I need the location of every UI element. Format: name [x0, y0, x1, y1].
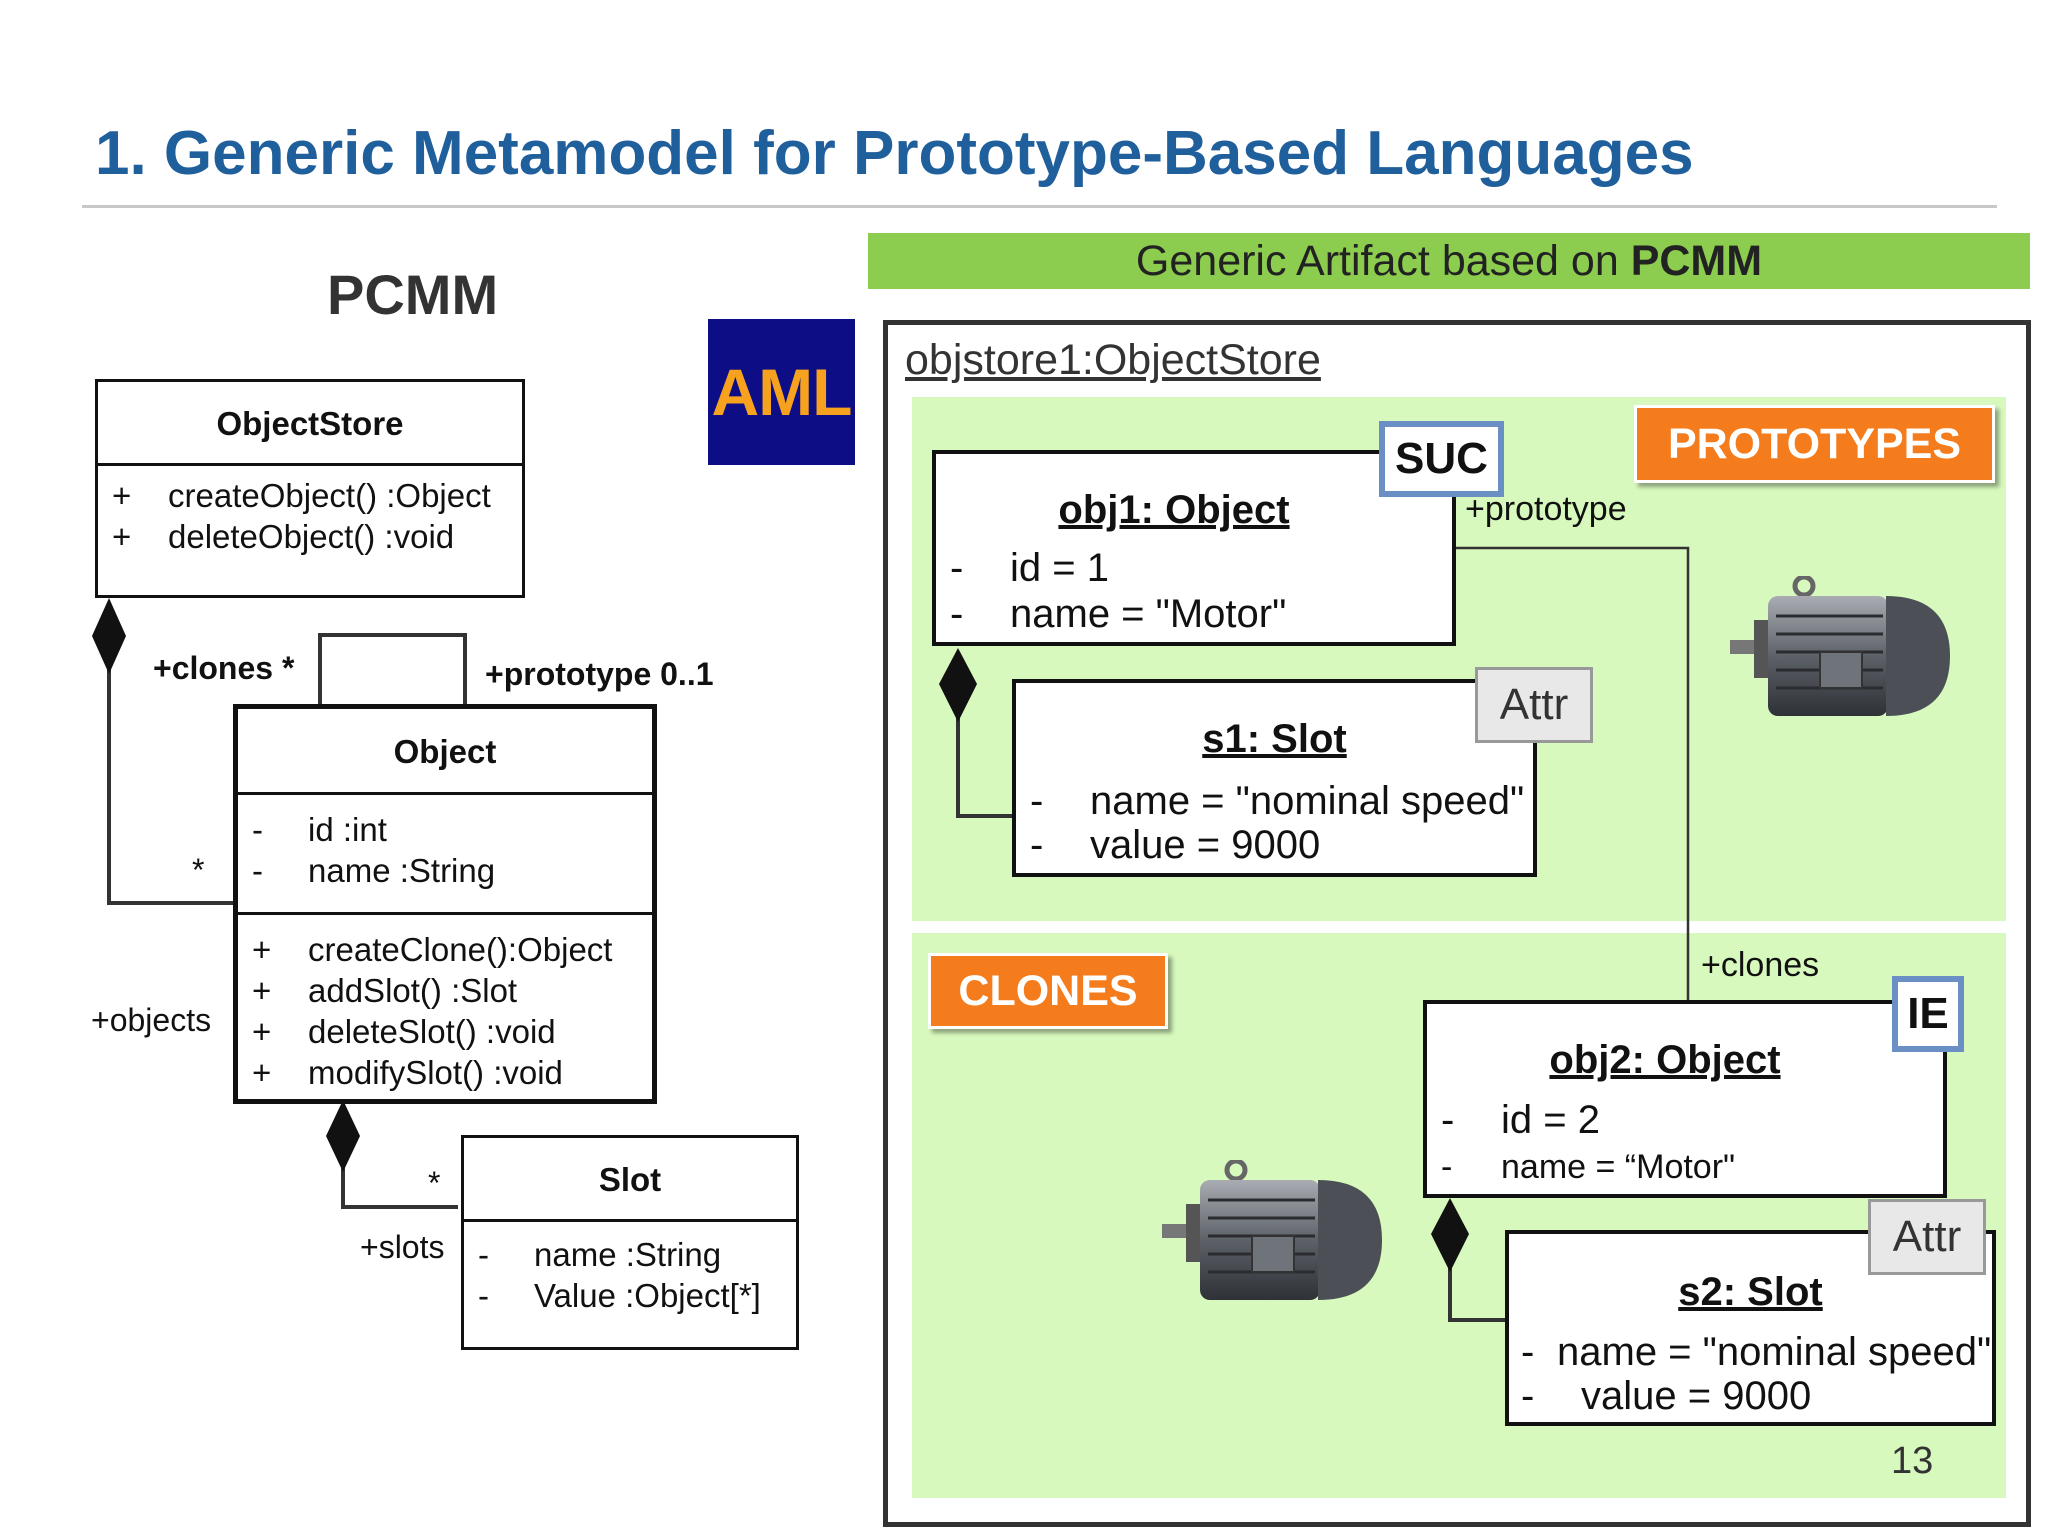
- s1-row-text: value = 9000: [1090, 823, 1321, 867]
- electric-motor-icon: [1162, 1160, 1382, 1300]
- s1-row-sym: -: [1030, 823, 1044, 867]
- s1-name: s1: Slot: [1202, 717, 1347, 761]
- aml-logo: AML: [708, 319, 855, 465]
- objectstore-instance-label: objstore1:ObjectStore: [905, 336, 1321, 384]
- s2-row-sym: -: [1521, 1374, 1535, 1418]
- visibility-symbol: -: [252, 852, 263, 889]
- electric-motor-icon: [1730, 576, 1950, 716]
- operation-text: modifySlot() :void: [308, 1054, 563, 1091]
- visibility-symbol: -: [478, 1277, 489, 1314]
- object-attr-row: - id :int: [238, 809, 652, 850]
- slots-multiplicity: *: [428, 1165, 441, 1201]
- object-op-row: + deleteSlot() :void: [238, 1011, 652, 1052]
- title-divider: [82, 205, 1997, 208]
- page-number: 13: [1891, 1440, 1934, 1482]
- instance-prototype-label: +prototype: [1465, 490, 1627, 528]
- s2-attr-badge: Attr: [1868, 1199, 1986, 1275]
- slot-attr-row: - name :String: [464, 1234, 796, 1275]
- objectstore-op-row: + createObject() :Object: [98, 475, 522, 516]
- pcmm-heading: PCMM: [327, 263, 499, 326]
- clones-tag: CLONES: [928, 953, 1168, 1029]
- instance-clones-label: +clones: [1701, 946, 1820, 984]
- obj1-row-text: id = 1: [1010, 546, 1109, 590]
- slot-class: Slot - name :String - Value :Object[*]: [461, 1135, 799, 1350]
- s2-name: s2: Slot: [1678, 1270, 1823, 1314]
- s2-row-sym: -: [1521, 1330, 1535, 1374]
- s1-attr-badge: Attr: [1475, 667, 1593, 743]
- slot-class-name: Slot: [464, 1138, 796, 1222]
- banner-bold: PCMM: [1630, 237, 1763, 285]
- obj2-row-sym: -: [1441, 1148, 1453, 1186]
- visibility-symbol: +: [252, 972, 272, 1009]
- attribute-text: Value :Object[*]: [534, 1277, 761, 1314]
- obj1-instance: obj1: Object - id = 1 - name = "Motor": [932, 450, 1456, 646]
- obj1-row-sym: -: [950, 592, 964, 636]
- visibility-symbol: +: [112, 518, 132, 555]
- obj2-instance: obj2: Object - id = 2 - name = “Motor": [1423, 1000, 1947, 1198]
- object-class-name: Object: [238, 709, 652, 795]
- object-op-row: + addSlot() :Slot: [238, 970, 652, 1011]
- slots-role-label: +slots: [360, 1229, 445, 1265]
- s2-row-text: value = 9000: [1581, 1374, 1812, 1418]
- visibility-symbol: +: [112, 477, 132, 514]
- obj1-row-sym: -: [950, 546, 964, 590]
- visibility-symbol: +: [252, 1013, 272, 1050]
- page-title: 1. Generic Metamodel for Prototype-Based…: [95, 119, 1694, 188]
- artifact-banner: Generic Artifact based on PCMM: [868, 233, 2030, 289]
- ie-badge: IE: [1892, 976, 1964, 1052]
- objectstore-op-row: + deleteObject() :void: [98, 516, 522, 557]
- suc-badge: SUC: [1379, 421, 1504, 497]
- operation-text: deleteSlot() :void: [308, 1013, 556, 1050]
- objects-multiplicity: *: [192, 852, 205, 888]
- s2-row-text: name = "nominal speed": [1557, 1330, 1992, 1374]
- obj1-name: obj1: Object: [1058, 488, 1290, 532]
- attribute-text: name :String: [308, 852, 496, 889]
- object-attr-row: - name :String: [238, 850, 652, 891]
- prototype-role-label: +prototype 0..1: [485, 656, 714, 692]
- objects-composition-diamond: [92, 598, 126, 674]
- s1-row-text: name = "nominal speed": [1090, 779, 1525, 823]
- object-op-row: + createClone():Object: [238, 929, 652, 970]
- visibility-symbol: +: [252, 931, 272, 968]
- operation-text: addSlot() :Slot: [308, 972, 518, 1009]
- operation-text: createObject() :Object: [168, 477, 491, 514]
- attribute-text: id :int: [308, 811, 387, 848]
- obj2-row-sym: -: [1441, 1098, 1455, 1142]
- visibility-symbol: -: [252, 811, 263, 848]
- slots-composition-line: [341, 1162, 458, 1209]
- s1-row-sym: -: [1030, 779, 1044, 823]
- object-class: Object - id :int - name :String + createClo…: [233, 704, 657, 1104]
- slots-composition-diamond: [326, 1100, 360, 1172]
- slot-attr-row: - Value :Object[*]: [464, 1275, 796, 1316]
- s1-instance: s1: Slot - name = "nominal speed" - valu…: [1012, 679, 1537, 877]
- objects-role-label: +objects: [91, 1002, 212, 1038]
- prototypes-tag: PROTOTYPES: [1634, 405, 1995, 483]
- visibility-symbol: +: [252, 1054, 272, 1091]
- self-association-loop: [318, 633, 467, 704]
- objectstore-class: ObjectStore + createObject() :Object + del…: [95, 379, 525, 598]
- operation-text: createClone():Object: [308, 931, 613, 968]
- visibility-symbol: -: [478, 1236, 489, 1273]
- obj2-row-text: id = 2: [1501, 1098, 1600, 1142]
- object-op-row: + modifySlot() :void: [238, 1052, 652, 1093]
- clones-role-label: +clones *: [153, 650, 295, 686]
- banner-prefix: Generic Artifact based on: [1135, 237, 1631, 285]
- operation-text: deleteObject() :void: [168, 518, 455, 555]
- obj2-name: obj2: Object: [1549, 1038, 1781, 1082]
- obj2-row-text: name = “Motor": [1501, 1148, 1736, 1186]
- objectstore-class-name: ObjectStore: [98, 382, 522, 466]
- attribute-text: name :String: [534, 1236, 722, 1273]
- obj1-row-text: name = "Motor": [1010, 592, 1287, 636]
